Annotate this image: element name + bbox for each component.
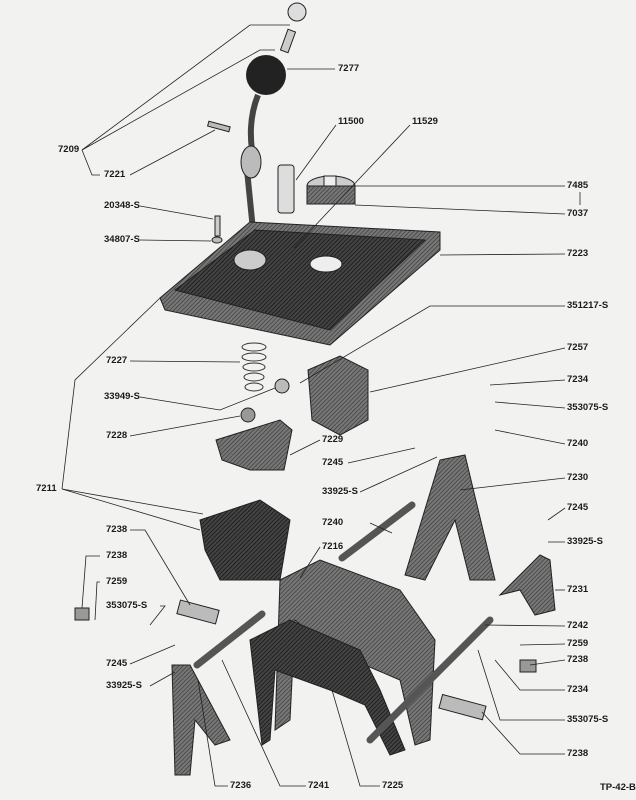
bracket-7257 bbox=[307, 355, 369, 436]
callout-353075-s: 353075-S bbox=[567, 402, 609, 413]
callout-33925-s: 33925-S bbox=[567, 536, 603, 547]
callout-7238: 7238 bbox=[567, 748, 589, 759]
plate-7229 bbox=[215, 419, 293, 471]
callout-7211: 7211 bbox=[36, 483, 57, 494]
shift-lever bbox=[206, 2, 307, 241]
callout-7240: 7240 bbox=[567, 438, 589, 449]
rail-7242 bbox=[366, 616, 494, 744]
figure-id: TP-42-B bbox=[600, 782, 636, 793]
callout-7229: 7229 bbox=[322, 434, 344, 445]
callout-7259: 7259 bbox=[106, 576, 128, 587]
callout-33949-s: 33949-S bbox=[104, 391, 140, 402]
rail-7240 bbox=[338, 501, 416, 562]
callout-7223: 7223 bbox=[567, 248, 589, 259]
fork-7230 bbox=[404, 454, 496, 581]
callout-7238: 7238 bbox=[567, 654, 589, 665]
callout-7236: 7236 bbox=[230, 780, 252, 791]
callout-33925-s: 33925-S bbox=[322, 486, 358, 497]
interlock-7211 bbox=[199, 499, 291, 581]
callout-7259: 7259 bbox=[567, 638, 589, 649]
callout-353075-s: 353075-S bbox=[106, 600, 148, 611]
callout-7228: 7228 bbox=[106, 430, 128, 441]
rail-7241 bbox=[193, 610, 266, 669]
callout-7240: 7240 bbox=[322, 517, 344, 528]
callout-34807-s: 34807-S bbox=[104, 234, 140, 245]
callout-7234: 7234 bbox=[567, 374, 589, 385]
callout-7230: 7230 bbox=[567, 472, 589, 483]
callout-20348-s: 20348-S bbox=[104, 200, 140, 211]
callout-7245: 7245 bbox=[567, 502, 589, 513]
callout-11500: 11500 bbox=[338, 116, 364, 127]
leader-lines bbox=[61, 24, 581, 787]
callout-7225: 7225 bbox=[382, 780, 404, 791]
callout-7485: 7485 bbox=[567, 180, 589, 191]
callout-7037: 7037 bbox=[567, 208, 589, 219]
callout-7227: 7227 bbox=[106, 355, 128, 366]
callout-7234: 7234 bbox=[567, 684, 589, 695]
fork-7231 bbox=[498, 554, 556, 616]
callout-7231: 7231 bbox=[567, 584, 589, 595]
callout-33925-s: 33925-S bbox=[106, 680, 142, 691]
cover-plate bbox=[159, 221, 441, 346]
callout-7238: 7238 bbox=[106, 524, 128, 535]
callout-7277: 7277 bbox=[338, 63, 360, 74]
callout-351217-s: 351217-S bbox=[567, 300, 609, 311]
callout-7242: 7242 bbox=[567, 620, 589, 631]
callout-353075-s: 353075-S bbox=[567, 714, 609, 725]
callout-7221: 7221 bbox=[104, 169, 126, 180]
bolt bbox=[214, 215, 221, 237]
callout-11529: 11529 bbox=[412, 116, 438, 127]
callout-7245: 7245 bbox=[322, 457, 344, 468]
callout-7245: 7245 bbox=[106, 658, 128, 669]
spring bbox=[241, 342, 267, 392]
callout-7257: 7257 bbox=[567, 342, 589, 353]
callout-7241: 7241 bbox=[308, 780, 330, 791]
fork-7236 bbox=[171, 664, 231, 776]
callout-7216: 7216 bbox=[322, 541, 344, 552]
callout-7238: 7238 bbox=[106, 550, 128, 561]
callout-7209: 7209 bbox=[58, 144, 80, 155]
